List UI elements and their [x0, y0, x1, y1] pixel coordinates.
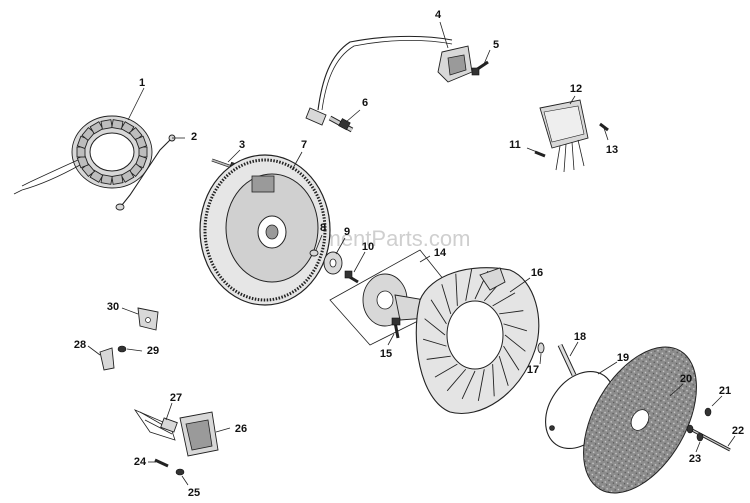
callout-7: 7	[301, 139, 307, 151]
stator-part[interactable]	[13, 115, 153, 195]
callout-22: 22	[732, 425, 744, 437]
screw-13-part[interactable]	[599, 122, 609, 132]
callout-19: 19	[617, 352, 629, 364]
grass-screen-part[interactable]	[560, 328, 720, 503]
ground-lead-part[interactable]	[115, 134, 176, 211]
callout-15: 15	[380, 348, 392, 360]
washer-29-part[interactable]	[117, 345, 127, 353]
screw-5-part[interactable]	[471, 60, 489, 76]
callout-8: 8	[320, 222, 326, 234]
callout-25: 25	[188, 487, 200, 499]
ignition-module-part[interactable]	[305, 35, 473, 126]
callout-26: 26	[235, 423, 247, 435]
screw-11-part[interactable]	[534, 150, 546, 158]
callout-13: 13	[606, 144, 618, 156]
callout-30: 30	[107, 301, 119, 313]
flywheel-part[interactable]	[199, 154, 331, 306]
connector-27-part[interactable]	[133, 409, 178, 441]
bolt-22-part[interactable]	[686, 424, 731, 452]
callout-23: 23	[689, 453, 701, 465]
callout-3: 3	[239, 139, 245, 151]
cooling-fan-part[interactable]	[415, 267, 540, 414]
washer-21-part[interactable]	[704, 407, 712, 417]
callout-9: 9	[344, 226, 350, 238]
callout-24: 24	[134, 456, 147, 468]
callout-18: 18	[574, 331, 586, 343]
callout-10: 10	[362, 241, 374, 253]
washer-part[interactable]	[323, 251, 343, 275]
callouts: 1 2 3 4 5 6 7 8 9 10 11 12 13 14 15 16 1…	[74, 9, 744, 499]
callout-20: 20	[680, 373, 692, 385]
callout-1: 1	[139, 77, 145, 89]
callout-12: 12	[570, 83, 582, 95]
clip-28-part[interactable]	[99, 347, 115, 371]
callout-27: 27	[170, 392, 182, 404]
key-part[interactable]	[309, 249, 319, 257]
callout-14: 14	[434, 247, 447, 259]
clip-30-part[interactable]	[137, 307, 159, 331]
rectifier-regulator-part[interactable]	[539, 99, 589, 173]
leader-lines	[87, 21, 736, 486]
screw-10-part[interactable]	[344, 270, 359, 284]
washer-25-part[interactable]	[175, 468, 185, 476]
screw-15-part[interactable]	[391, 317, 401, 339]
callout-4: 4	[435, 9, 442, 21]
spark-plug-part[interactable]	[328, 115, 354, 133]
callout-17: 17	[527, 364, 539, 376]
nut-23-part[interactable]	[696, 432, 704, 442]
callout-28: 28	[74, 339, 86, 351]
callout-2: 2	[191, 131, 197, 143]
pin-17-part[interactable]	[537, 342, 545, 354]
callout-29: 29	[147, 345, 159, 357]
rod-18-part[interactable]	[557, 343, 577, 377]
callout-5: 5	[493, 39, 499, 51]
screw-24-part[interactable]	[154, 458, 169, 468]
callout-16: 16	[531, 267, 543, 279]
callout-11: 11	[509, 139, 521, 151]
rectifier-26-part[interactable]	[179, 411, 219, 457]
callout-21: 21	[719, 385, 731, 397]
callout-6: 6	[362, 97, 368, 109]
